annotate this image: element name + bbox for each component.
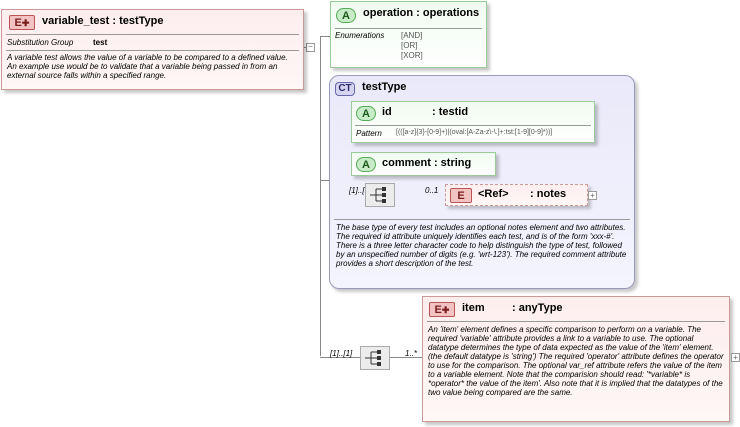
complex-type-box[interactable]: CT testType A id : testid Pattern [(([a-…	[329, 75, 635, 289]
substitution-group-label: Substitution Group	[7, 38, 74, 47]
collapse-toggle-root[interactable]: −	[306, 43, 315, 52]
element-badge: E	[450, 188, 472, 203]
ref-type: : notes	[530, 188, 567, 200]
item-element-type: : anyType	[512, 302, 563, 314]
item-sequence-compositor[interactable]	[360, 346, 390, 370]
divider	[335, 28, 482, 29]
notes-ref-element-box[interactable]: E <Ref> : notes	[445, 184, 588, 206]
comment-attribute-title: comment : string	[382, 157, 472, 169]
enum-value: [XOR]	[401, 51, 423, 60]
root-element-title: variable_test : testType	[42, 15, 164, 27]
connector-to-operation	[320, 36, 330, 37]
operation-attribute-box[interactable]: A operation : operations Enumerations [A…	[330, 1, 487, 68]
ref-label: <Ref>	[478, 188, 509, 200]
complex-type-badge: CT	[335, 82, 355, 96]
id-attribute-name: id	[382, 106, 392, 118]
ref-occurrence: 0..1	[425, 186, 439, 195]
root-element-box[interactable]: E✚ variable_test : testType Substitution…	[1, 9, 304, 90]
sequence-occurrence: [1]..[1]	[349, 186, 372, 195]
connector-item-seq-to-item	[388, 357, 422, 358]
enum-value: [OR]	[401, 41, 418, 50]
divider	[6, 50, 299, 51]
id-attribute-box[interactable]: A id : testid Pattern [(([a-z]{3}-[0-9]+…	[351, 101, 595, 143]
divider	[6, 34, 299, 35]
enum-value: [AND]	[401, 31, 423, 40]
element-badge: E✚	[429, 302, 455, 317]
connector-to-item-seq	[320, 357, 360, 358]
sequence-compositor[interactable]	[365, 183, 395, 207]
complex-type-description: The base type of every test includes an …	[336, 223, 627, 268]
operation-attribute-title: operation : operations	[363, 7, 480, 19]
id-attribute-type: : testid	[432, 106, 469, 118]
item-element-name: item	[462, 302, 485, 314]
enumerations-label: Enumerations	[335, 31, 385, 40]
comment-attribute-box[interactable]: A comment : string	[351, 152, 496, 176]
divider	[427, 321, 725, 322]
item-element-description: An 'item' element defines a specific com…	[428, 325, 724, 397]
divider	[334, 219, 630, 220]
complex-type-title: testType	[362, 81, 407, 93]
expand-notes-toggle[interactable]: +	[588, 191, 597, 200]
connector-to-complex-type	[320, 180, 330, 181]
attribute-badge: A	[356, 157, 376, 172]
item-occurrence: 1..*	[405, 349, 418, 358]
attribute-badge: A	[356, 106, 376, 121]
divider	[355, 125, 591, 126]
sequence-icon	[370, 187, 386, 203]
root-element-description: A variable test allows the value of a va…	[7, 53, 288, 80]
expand-item-toggle[interactable]: +	[731, 353, 740, 362]
item-sequence-occurrence: [1]..[1]	[330, 349, 353, 358]
connector-trunk	[320, 36, 321, 356]
element-badge: E✚	[9, 15, 35, 30]
sequence-icon	[365, 350, 381, 366]
pattern-value: [(([a-z]{3}-[0-9]+)|(oval:[A-Za-z\-\.]+:…	[396, 129, 553, 136]
attribute-badge: A	[336, 8, 356, 23]
pattern-label: Pattern	[356, 129, 382, 138]
item-element-box[interactable]: E✚ item : anyType An 'item' element defi…	[422, 296, 730, 422]
substitution-group-value: test	[93, 38, 108, 47]
